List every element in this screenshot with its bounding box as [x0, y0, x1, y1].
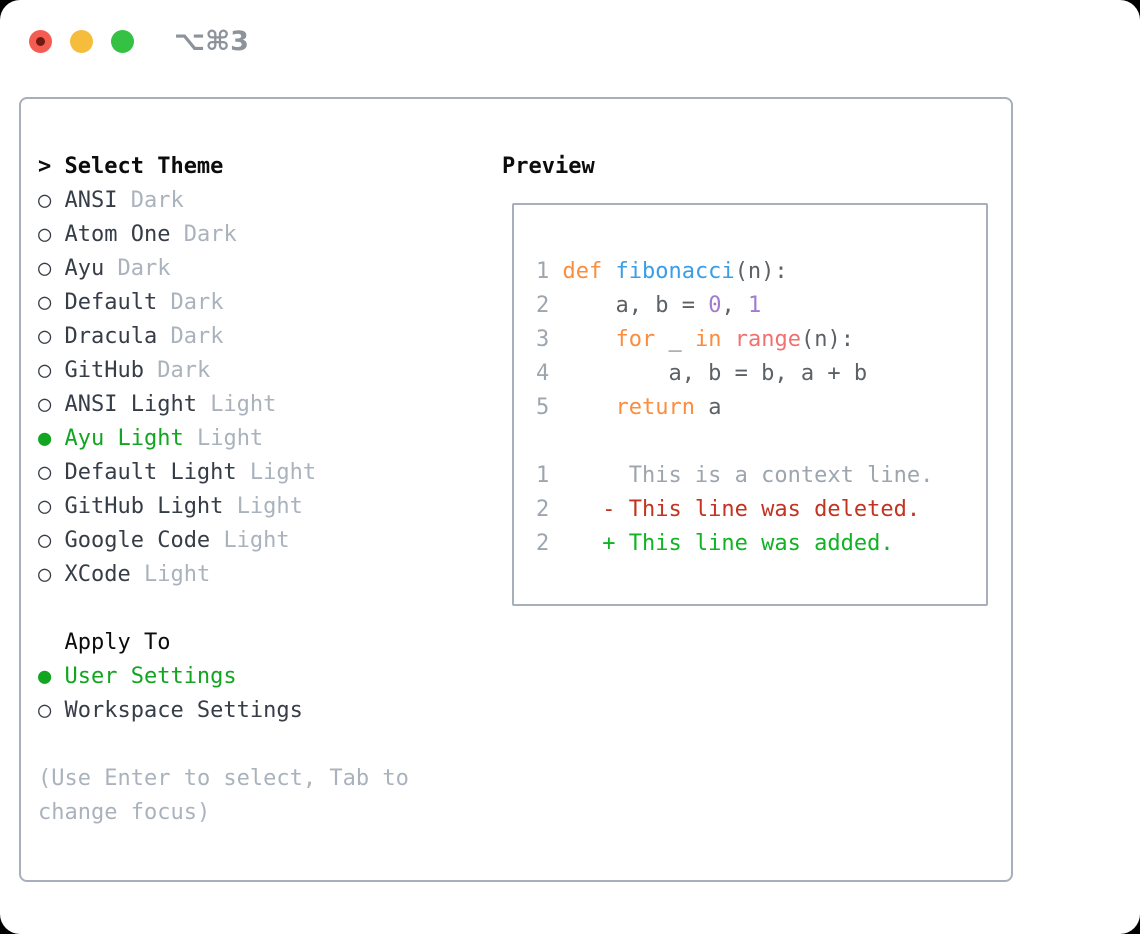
- radio-icon: ○: [38, 358, 52, 383]
- theme-option-ansi-dark[interactable]: ○ANSI Dark: [38, 184, 316, 218]
- theme-variant-badge: Light: [223, 528, 290, 553]
- radio-icon: ○: [38, 256, 52, 281]
- line-number: 2: [536, 293, 550, 318]
- theme-variant-badge: Light: [236, 494, 303, 519]
- theme-option-dracula-dark[interactable]: ○Dracula Dark: [38, 320, 316, 354]
- radio-icon: ○: [38, 494, 52, 519]
- theme-option-default-light[interactable]: ○Default Light Light: [38, 456, 316, 490]
- select-theme-header: > Select Theme: [38, 150, 316, 184]
- theme-variant-badge: Dark: [117, 256, 171, 281]
- zoom-button[interactable]: [111, 30, 134, 53]
- window-title-shortcut: ⌥⌘3: [174, 26, 249, 57]
- code-line: 2 a, b = 0, 1: [536, 289, 986, 323]
- keyboard-hint: (Use Enter to select, Tab to change focu…: [38, 766, 423, 825]
- radio-icon: ○: [38, 528, 52, 553]
- diff-deleted-line: 2 - This line was deleted.: [536, 493, 986, 527]
- code-line: 3 for _ in range(n):: [536, 323, 986, 357]
- apply-option-user-settings[interactable]: ●User Settings: [38, 660, 303, 694]
- theme-option-ayu-dark[interactable]: ○Ayu Dark: [38, 252, 316, 286]
- theme-option-github-light[interactable]: ○GitHub Light Light: [38, 490, 316, 524]
- select-theme-title: Select Theme: [64, 154, 224, 179]
- close-button[interactable]: [29, 30, 52, 53]
- apply-to-header: Apply To: [64, 630, 171, 655]
- theme-variant-badge: Light: [210, 392, 277, 417]
- titlebar: ⌥⌘3: [29, 26, 249, 57]
- code-line: 4 a, b = b, a + b: [536, 357, 986, 391]
- theme-list: >Select Theme ○ANSI Dark ○Atom One Dark …: [38, 150, 316, 592]
- theme-variant-badge: Light: [196, 426, 264, 451]
- theme-option-xcode[interactable]: ○XCode Light: [38, 558, 316, 592]
- theme-selector-panel: >Select Theme ○ANSI Dark ○Atom One Dark …: [19, 97, 1013, 882]
- apply-option-workspace-settings[interactable]: ○Workspace Settings: [38, 694, 303, 728]
- radio-icon: ○: [38, 392, 52, 417]
- theme-option-github-dark[interactable]: ○GitHub Dark: [38, 354, 316, 388]
- line-number: 4: [536, 361, 550, 386]
- theme-option-ayu-light[interactable]: ●Ayu Light Light: [38, 422, 316, 456]
- radio-icon: ○: [38, 460, 52, 485]
- line-number: 1: [536, 463, 550, 488]
- minimize-button[interactable]: [70, 30, 93, 53]
- theme-variant-badge: Light: [249, 460, 317, 485]
- radio-icon: ○: [38, 290, 52, 315]
- close-dot-icon: [36, 37, 45, 46]
- preview-header: Preview: [502, 154, 595, 179]
- radio-icon: ○: [38, 222, 52, 247]
- radio-icon: ○: [38, 188, 52, 213]
- radio-icon: ○: [38, 562, 52, 587]
- theme-variant-badge: Dark: [130, 188, 184, 213]
- line-number: 2: [536, 497, 550, 522]
- prompt-icon: >: [38, 154, 52, 179]
- theme-variant-badge: Dark: [183, 222, 237, 247]
- line-number: 5: [536, 395, 550, 420]
- radio-icon: ○: [38, 698, 52, 723]
- theme-variant-badge: Light: [143, 562, 211, 587]
- theme-variant-badge: Dark: [170, 290, 224, 315]
- theme-option-atom-one-dark[interactable]: ○Atom One Dark: [38, 218, 316, 252]
- line-number: 1: [536, 259, 550, 284]
- theme-variant-badge: Dark: [170, 324, 224, 349]
- radio-icon: ○: [38, 324, 52, 349]
- theme-option-default-dark[interactable]: ○Default Dark: [38, 286, 316, 320]
- code-line-blank: [536, 425, 986, 459]
- theme-option-ansi-light[interactable]: ○ANSI Light Light: [38, 388, 316, 422]
- diff-added-line: 2 + This line was added.: [536, 527, 986, 561]
- theme-variant-badge: Dark: [157, 358, 211, 383]
- theme-option-google-code[interactable]: ○Google Code Light: [38, 524, 316, 558]
- line-number: 2: [536, 531, 550, 556]
- line-number: 3: [536, 327, 550, 352]
- radio-selected-icon: ●: [38, 664, 52, 689]
- apply-to-group: Apply To ●User Settings ○Workspace Setti…: [38, 626, 303, 728]
- diff-context-line: 1 This is a context line.: [536, 459, 986, 493]
- code-line: 5 return a: [536, 391, 986, 425]
- radio-selected-icon: ●: [38, 426, 52, 451]
